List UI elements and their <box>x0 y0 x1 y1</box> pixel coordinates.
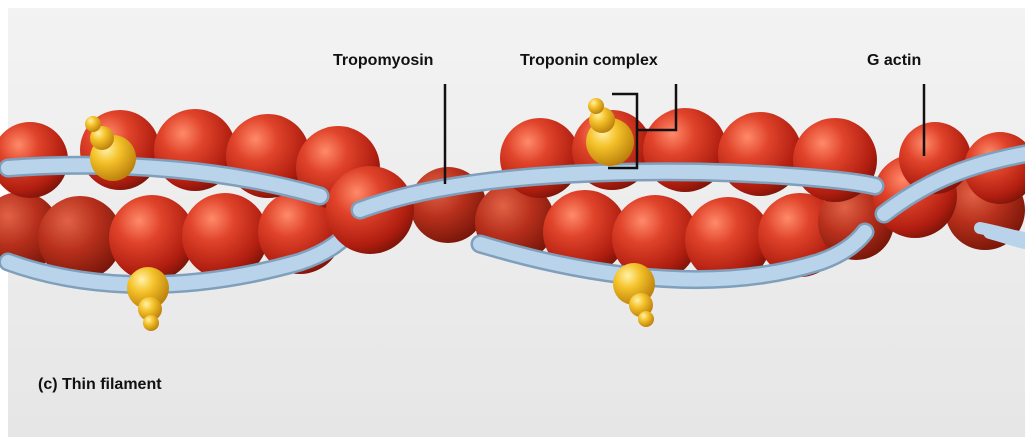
tropomyosin-label: Tropomyosin <box>333 52 433 70</box>
troponin-complex-label: Troponin complex <box>520 52 658 70</box>
figure-caption: (c) Thin filament <box>38 376 162 394</box>
g-actin-label: G actin <box>867 52 921 70</box>
